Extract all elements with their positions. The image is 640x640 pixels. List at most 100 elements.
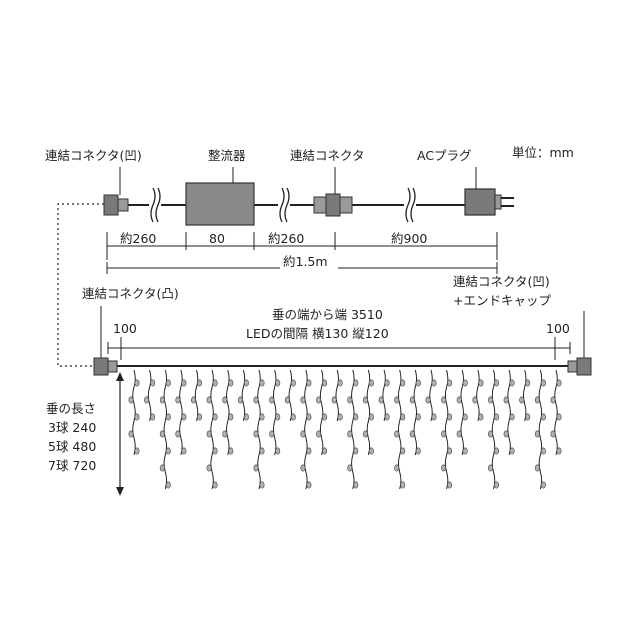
- led-bulb: [353, 413, 359, 421]
- led-bulb: [394, 430, 400, 438]
- led-bulb: [259, 447, 265, 455]
- drop-wire: [272, 369, 277, 456]
- led-bulb: [181, 447, 187, 455]
- led-bulb: [228, 379, 234, 387]
- drop-wire: [351, 369, 355, 490]
- led-bulb: [431, 413, 437, 421]
- drop-wire: [319, 369, 324, 456]
- led-bulb: [134, 447, 140, 455]
- cable-break-2: [278, 187, 290, 223]
- drop-wire: [194, 369, 199, 422]
- led-bulb: [206, 430, 212, 438]
- drop-wire: [366, 369, 371, 456]
- led-bulb: [165, 447, 171, 455]
- led-bulb: [165, 379, 171, 387]
- led-bulb: [447, 447, 453, 455]
- drop-length-arrow: [116, 372, 124, 496]
- led-bulb: [222, 396, 228, 404]
- led-bulb: [447, 481, 453, 489]
- led-bulb: [540, 447, 546, 455]
- led-bulb: [493, 379, 499, 387]
- led-bulb: [503, 396, 509, 404]
- led-bulb: [306, 447, 312, 455]
- led-bulb: [441, 396, 447, 404]
- led-bulb: [290, 413, 296, 421]
- led-bulb: [362, 430, 368, 438]
- led-bulb: [409, 396, 415, 404]
- icicle-strand: [93, 357, 592, 490]
- icicle-drops: [128, 369, 562, 490]
- led-bulb: [212, 379, 218, 387]
- connector-middle: [313, 193, 353, 217]
- led-bulb: [259, 379, 265, 387]
- led-bulb: [212, 447, 218, 455]
- led-bulb: [206, 396, 212, 404]
- led-bulb: [462, 413, 468, 421]
- led-bulb: [384, 379, 390, 387]
- led-bulb: [556, 379, 562, 387]
- label-rectifier: 整流器: [208, 148, 246, 163]
- led-bulb: [212, 481, 218, 489]
- led-bulb: [144, 396, 150, 404]
- led-bulb: [191, 396, 197, 404]
- led-bulb: [415, 379, 421, 387]
- drop-length-7: 7球 720: [48, 458, 96, 473]
- drop-length-title: 垂の長さ: [46, 401, 96, 416]
- connector-concave-top: [103, 194, 129, 216]
- led-bulb: [409, 430, 415, 438]
- led-bulb: [347, 430, 353, 438]
- led-bulb: [337, 379, 343, 387]
- drop-wire: [132, 369, 136, 456]
- led-bulb: [159, 464, 165, 472]
- drop-wire: [226, 369, 230, 456]
- icicle-drop: [269, 369, 281, 456]
- led-bulb: [400, 447, 406, 455]
- led-bulb: [290, 379, 296, 387]
- drop-wire: [397, 369, 402, 490]
- icicle-drop: [316, 369, 328, 456]
- led-bulb: [456, 396, 462, 404]
- led-bulb: [525, 413, 531, 421]
- led-bulb: [347, 396, 353, 404]
- dim-right-offset: 100: [546, 321, 570, 336]
- drop-wire: [522, 369, 527, 422]
- led-bulb: [181, 413, 187, 421]
- led-bulb: [206, 464, 212, 472]
- led-bulb: [175, 430, 181, 438]
- label-connector-concave-top: 連結コネクタ(凹): [45, 148, 142, 163]
- led-bulb: [400, 379, 406, 387]
- led-bulb: [269, 396, 275, 404]
- led-bulb: [556, 413, 562, 421]
- led-bulb: [259, 413, 265, 421]
- led-bulb: [259, 481, 265, 489]
- led-bulb: [394, 464, 400, 472]
- icicle-drop: [237, 369, 249, 422]
- drop-wire: [507, 369, 511, 456]
- led-bulb: [306, 413, 312, 421]
- ac-plug: [464, 188, 514, 216]
- icicle-drop: [534, 369, 546, 490]
- led-bulb: [353, 447, 359, 455]
- led-bulb: [487, 464, 493, 472]
- drop-length-3: 3球 240: [48, 420, 96, 435]
- led-bulb: [253, 430, 259, 438]
- led-bulb: [316, 430, 322, 438]
- icicle-drop: [394, 369, 406, 490]
- dim-seg3: 約260: [268, 231, 304, 246]
- led-bulb: [284, 396, 290, 404]
- icicle-drop: [456, 369, 468, 456]
- drop-wire: [210, 369, 214, 490]
- icicle-drop: [206, 369, 218, 490]
- power-cord-assembly: 連結コネクタ(凹) 整流器 連結コネクタ ACプラグ 単位：mm: [45, 145, 574, 226]
- led-bulb: [275, 447, 281, 455]
- led-bulb: [222, 430, 228, 438]
- led-bulb: [159, 430, 165, 438]
- led-bulb: [353, 481, 359, 489]
- drop-wire: [382, 369, 386, 422]
- drop-wire: [429, 369, 433, 422]
- led-bulb: [441, 430, 447, 438]
- icicle-drop: [347, 369, 359, 490]
- led-bulb: [478, 379, 484, 387]
- led-bulb: [362, 396, 368, 404]
- led-bulb: [243, 379, 249, 387]
